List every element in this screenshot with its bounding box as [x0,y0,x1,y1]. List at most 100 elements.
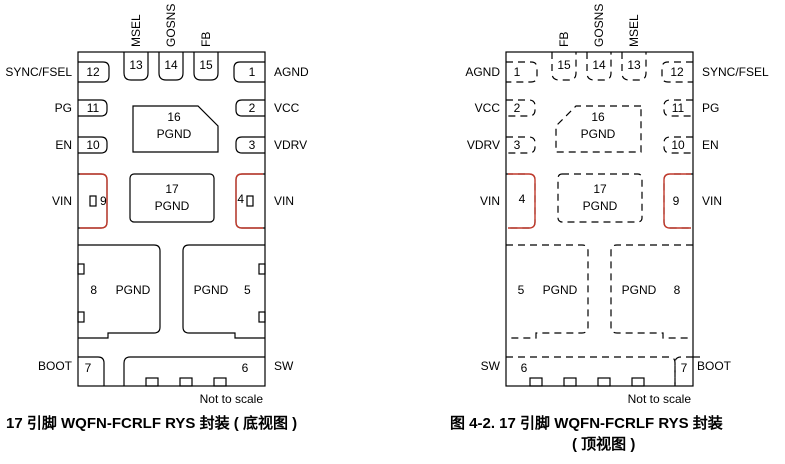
num-pin-4-top: 4 [519,192,526,206]
pin-1-pad-top [506,61,538,83]
label-pin-5-top: PGND [543,283,578,297]
pin-6-tick-2 [179,377,193,387]
num-pad-17-top: 17 [593,182,607,196]
label-pin-6-bottom: SW [274,359,294,373]
num-pin-2-bottom: 2 [249,101,256,115]
note-top: Not to scale [628,392,692,406]
pin-15-pad-top [551,52,577,81]
num-pin-3-bottom: 3 [249,138,256,152]
note-bottom: Not to scale [200,392,264,406]
num-pin-6-bottom: 6 [242,361,249,375]
caption-bottom-view: 17 引脚 WQFN-FCRLF RYS 封装 ( 底视图 ) [6,415,298,432]
pin-6-tick-top-4 [631,377,645,387]
pin-5-pad [182,244,265,339]
pin-13-pad-top [621,52,647,81]
pin-7-pad-top [674,356,693,386]
caption-top-view-sub: ( 顶视图 ) [572,436,636,453]
label-pin-8-top: PGND [622,283,657,297]
caption-top-view: 图 4-2. 17 引脚 WQFN-FCRLF RYS 封装 [450,415,723,432]
pin-8-pad [78,244,161,339]
label-pad-16-bottom: PGND [157,127,192,141]
label-pin-12-top: SYNC/FSEL [702,65,769,79]
pad-17-top [557,173,643,223]
label-pin-14-top: GOSNS [592,4,606,47]
num-pin-11-top: 11 [672,101,685,115]
label-pin-4-bottom: VIN [274,194,294,208]
pin-8-tick-1 [77,263,85,275]
num-pin-14-top: 14 [592,58,606,72]
label-pin-9-top: VIN [702,194,722,208]
pad-17-exposed [129,173,215,223]
num-pin-9-bottom: 9 [100,194,107,208]
label-pin-6-top: SW [481,359,501,373]
num-pin-13-bottom: 13 [129,58,143,72]
pin-6-pad-top [506,356,676,386]
label-pin-15-bottom: FB [199,32,213,47]
pin-12-pad [78,61,110,83]
pin-10-pad-top [663,136,693,154]
num-pin-13-top: 13 [627,58,641,72]
label-pin-7-top: BOOT [697,359,732,373]
pin-14-pad [158,52,184,81]
label-pin-1-top: AGND [465,65,500,79]
label-pin-8-bottom: PGND [116,283,151,297]
bottom-view [77,51,266,387]
pin-6-tick-top-3 [597,377,611,387]
num-pin-12-top: 12 [670,65,684,79]
pin-6-tick-3 [213,377,227,387]
label-pin-13-bottom: MSEL [129,14,143,47]
pin-8-pad-top [610,244,693,339]
num-pin-6-top: 6 [521,361,528,375]
label-pin-12-bottom: SYNC/FSEL [5,65,72,79]
label-pin-7-bottom: BOOT [38,359,73,373]
label-pin-11-top: PG [702,101,719,115]
label-pad-17-bottom: PGND [155,199,190,213]
num-pin-14-bottom: 14 [164,58,178,72]
num-pin-9-top: 9 [673,194,680,208]
pin-15-pad [193,52,219,81]
num-pad-16-bottom: 16 [167,110,181,124]
num-pin-3-top: 3 [514,138,521,152]
num-pin-11-bottom: 11 [87,101,100,115]
pin-9-tick [89,195,97,207]
label-pin-2-top: VCC [475,101,501,115]
pin-13-pad [123,52,149,81]
num-pad-16-top: 16 [591,110,605,124]
label-pin-5-bottom: PGND [194,283,229,297]
label-pin-9-bottom: VIN [52,194,72,208]
num-pin-15-bottom: 15 [199,58,213,72]
pin-7-pad [78,356,105,386]
num-pin-7-top: 7 [681,361,688,375]
pin-11-pad [78,99,108,117]
pin-10-pad [78,136,108,154]
pin-11-pad-top [663,99,693,117]
pin-3-pad [235,136,265,154]
num-pin-10-top: 10 [671,138,685,152]
pad-16-exposed [132,105,219,153]
label-pin-4-top: VIN [480,194,500,208]
label-pad-16-top: PGND [581,127,616,141]
top-view [505,51,701,387]
vin-highlight-top [508,173,691,229]
num-pin-8-top: 8 [674,283,681,297]
pin-6-pad [123,356,265,386]
num-pin-4-bottom: 4 [237,192,244,206]
pin-4-tick [246,195,254,207]
num-pin-1-bottom: 1 [249,65,256,79]
label-pad-17-top: PGND [583,199,618,213]
num-pad-17-bottom: 17 [165,182,179,196]
label-pin-3-top: VDRV [467,138,500,152]
pin-6-tick-top-2 [563,377,577,387]
pin-5-pad-top [506,244,589,339]
num-pin-1-top: 1 [514,65,521,79]
num-pin-5-top: 5 [518,283,525,297]
num-pin-10-bottom: 10 [86,138,100,152]
label-pin-2-bottom: VCC [274,101,300,115]
pin-6-tick-top-1 [529,377,543,387]
num-pin-7-bottom: 7 [85,361,92,375]
label-pin-11-bottom: PG [55,101,72,115]
pin-2-pad-top [506,99,536,117]
num-pin-12-bottom: 12 [86,65,100,79]
